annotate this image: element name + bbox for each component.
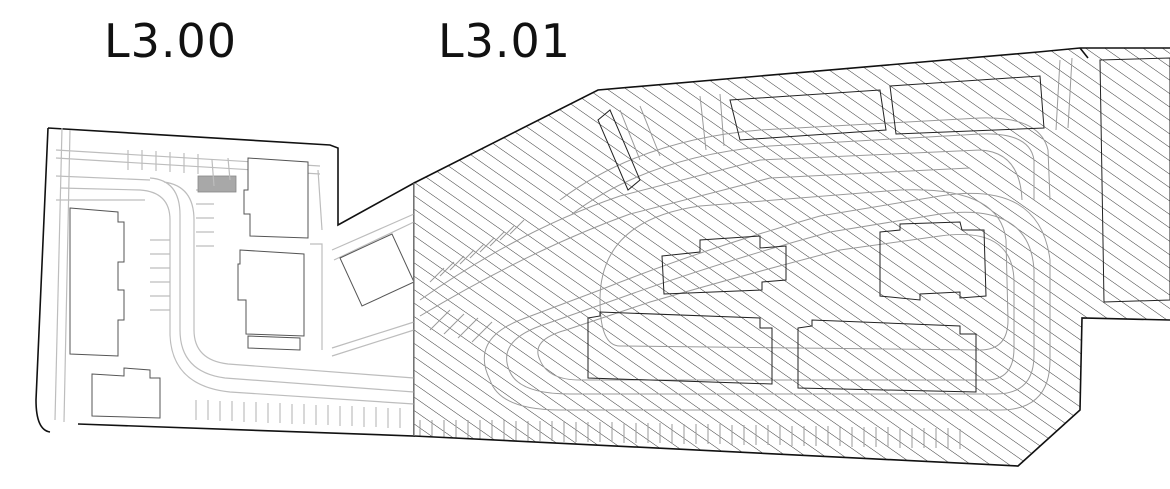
sheet-label-l3-01: L3.01: [438, 14, 572, 68]
sheet-label-l3-00: L3.00: [104, 14, 238, 68]
left-parking-stalls-west: [150, 189, 214, 311]
left-parking-stalls-south: [195, 400, 401, 428]
right-parcel-hatch: [414, 48, 1170, 466]
left-parcel: [35, 127, 415, 437]
right-buildings: [587, 57, 1170, 393]
left-building-center: [237, 249, 305, 337]
left-building-southwest: [91, 367, 161, 419]
left-building-small: [247, 335, 301, 351]
left-gray-pad: [197, 175, 237, 193]
right-parcel-boundary: [413, 47, 1170, 467]
right-parcel: [413, 47, 1170, 467]
left-building-north: [243, 157, 309, 239]
left-perimeter-lines: [54, 127, 321, 423]
left-parking-stalls-north: [127, 150, 199, 174]
left-east-walks: [211, 157, 415, 357]
left-building-west: [69, 207, 125, 357]
left-diagonal-building: [339, 233, 415, 307]
left-loop-road: [59, 177, 415, 405]
